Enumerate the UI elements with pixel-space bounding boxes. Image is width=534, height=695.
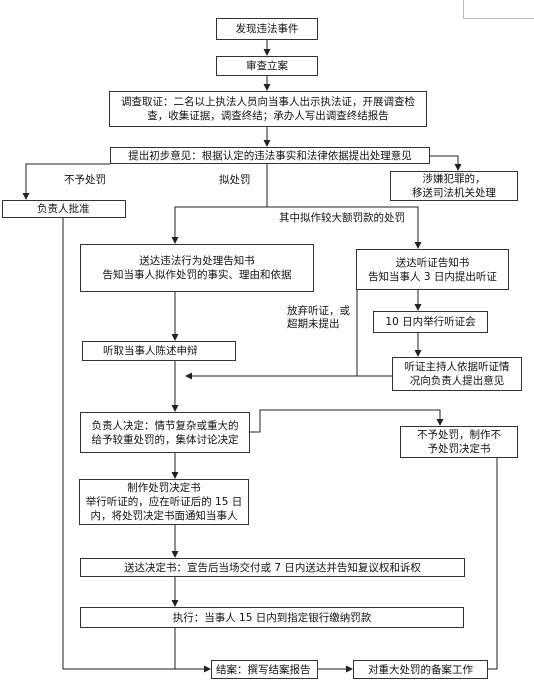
arrow-transfer <box>430 155 462 171</box>
node-make-decision: 制作处罚决定书 举行听证的，应在听证后的 15 日 内，将处罚决定书面通知当事人 <box>79 479 249 525</box>
arrow-approve-close <box>62 218 211 673</box>
node-execute: 执行：当事人 15 日内到指定银行缴纳罚款 <box>80 607 464 628</box>
line-no-penalty-close <box>488 458 498 670</box>
label-punish: 拟处罚 <box>219 174 251 186</box>
arrow-to-no-penalty <box>250 409 444 433</box>
node-preliminary: 提出初步意见：根据认定的违法事实和法律依据提出处理意见 <box>110 147 430 164</box>
node-register: 审查立案 <box>216 56 318 76</box>
node-record: 对重大处罚的备案工作 <box>353 660 488 679</box>
node-decide: 负责人决定：情节复杂或重大的 给予较重处罚的，集体讨论决定 <box>80 412 250 453</box>
node-defense: 听取当事人陈述申辩 <box>82 341 236 361</box>
label-no-punish: 不予处罚 <box>64 174 106 186</box>
node-transfer: 涉嫌犯罪的， 移送司法机关处理 <box>390 171 518 201</box>
node-no-penalty: 不予处罚，制作不 予处罚决定书 <box>400 426 518 458</box>
node-hearing-host: 听证主持人依据听证情 况向负责人提出意见 <box>392 357 522 391</box>
page-corner-mark <box>463 0 534 19</box>
node-investigate: 调查取证：二名以上执法人员向当事人出示执法证，开展调查检 查，收集证据，调查终结… <box>109 91 427 127</box>
node-hearing-10: 10 日内举行听证会 <box>373 311 488 333</box>
label-large-fine: 其中拟作较大额罚款的处罚 <box>279 212 405 224</box>
arrow-no-punish <box>22 163 110 200</box>
node-notice: 送达违法行为处理告知书 告知当事人拟作处罚的事实、理由和依据 <box>80 244 314 292</box>
node-deliver: 送达决定书：宣告后当场交付或 7 日内送达并告知复议权和诉权 <box>80 558 465 577</box>
node-hearing-notice: 送达听证告知书 告知当事人 3 日内提出听证 <box>356 249 509 290</box>
node-close: 结案：撰写结案报告 <box>211 660 318 679</box>
arrow-to-hearing-notice <box>267 206 422 249</box>
label-waive: 放弃听证，或 超期未提出 <box>287 305 350 330</box>
arrow-to-notice <box>171 206 267 244</box>
node-discover: 发现违法事件 <box>216 18 318 40</box>
node-leader-approve: 负责人批准 <box>2 200 126 218</box>
